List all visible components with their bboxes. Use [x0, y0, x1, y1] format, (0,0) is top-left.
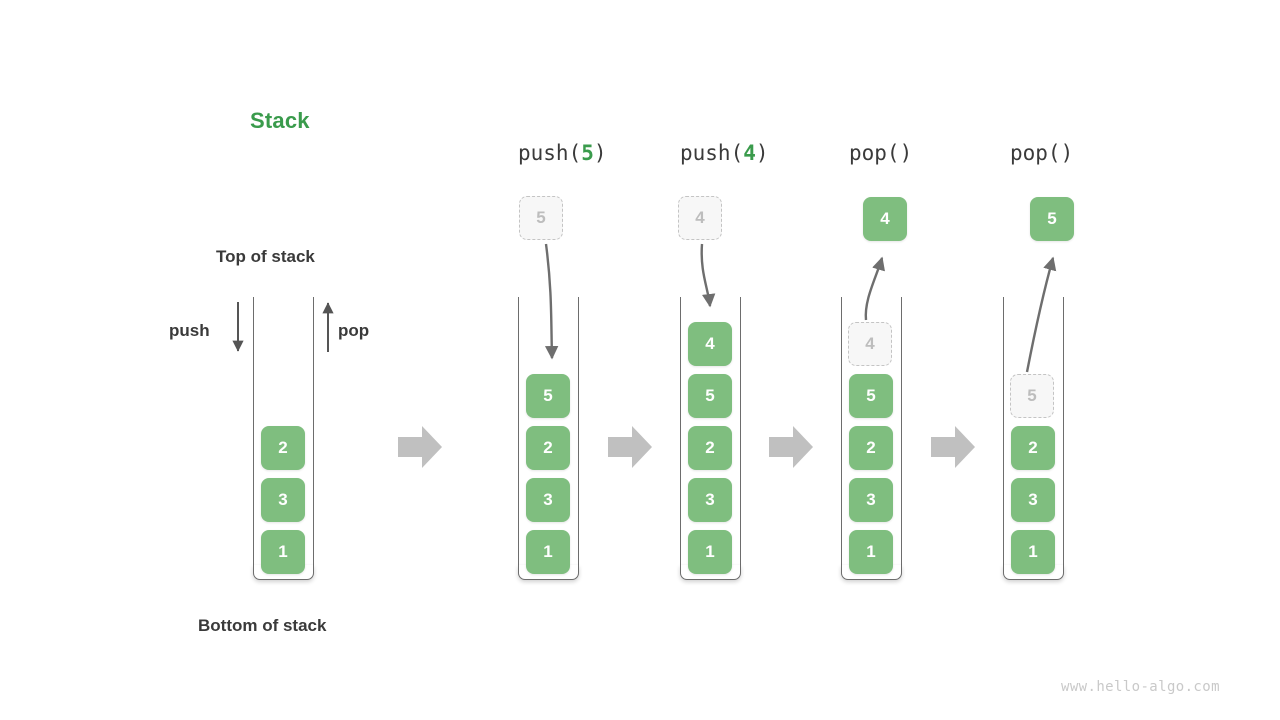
tube-wall-right: [1063, 297, 1064, 569]
tube-wall-right: [313, 297, 314, 569]
stack-box: 1: [688, 530, 732, 574]
op-caption-push-5: push(5): [518, 141, 607, 165]
step-arrow: [769, 426, 813, 468]
op-caption-pop-1: pop(): [849, 141, 912, 165]
pop-label: pop: [338, 321, 370, 340]
tube-wall-right: [578, 297, 579, 569]
popped-box: 5: [1030, 197, 1074, 241]
op-suffix: ): [755, 141, 769, 165]
step-arrow: [608, 426, 652, 468]
push-label: push: [169, 321, 210, 340]
tube-wall-left: [253, 297, 254, 569]
popped-box: 4: [863, 197, 907, 241]
op-caption-pop-2: pop(): [1010, 141, 1073, 165]
top-of-stack-label: Top of stack: [216, 247, 315, 266]
stack-box: 5: [526, 374, 570, 418]
op-suffix: ): [1060, 141, 1074, 165]
stack-box: 5: [688, 374, 732, 418]
op-suffix: ): [899, 141, 913, 165]
tube-wall-left: [841, 297, 842, 569]
op-suffix: ): [593, 141, 607, 165]
stack-ghost-box: 5: [1010, 374, 1054, 418]
tube-wall-right: [740, 297, 741, 569]
stack-ghost-box: 4: [848, 322, 892, 366]
stack-box: 2: [849, 426, 893, 470]
stack-box: 4: [688, 322, 732, 366]
stack-box: 3: [261, 478, 305, 522]
stack-box: 3: [1011, 478, 1055, 522]
op-prefix: pop(: [1010, 141, 1061, 165]
op-caption-push-4: push(4): [680, 141, 769, 165]
tube-wall-left: [518, 297, 519, 569]
step-arrow: [398, 426, 442, 468]
stack-box: 2: [1011, 426, 1055, 470]
stack-box: 1: [261, 530, 305, 574]
stack-box: 3: [688, 478, 732, 522]
tube-wall-right: [901, 297, 902, 569]
stack-box: 2: [526, 426, 570, 470]
stack-box: 3: [526, 478, 570, 522]
stack-box: 1: [526, 530, 570, 574]
stack-box: 5: [849, 374, 893, 418]
page-title: Stack: [250, 108, 310, 133]
stack-box: 2: [688, 426, 732, 470]
stack-box: 1: [849, 530, 893, 574]
stack-box: 2: [261, 426, 305, 470]
op-arg: 4: [743, 141, 756, 165]
bottom-of-stack-label: Bottom of stack: [198, 616, 327, 635]
stack-box: 1: [1011, 530, 1055, 574]
floating-ghost-box: 5: [519, 196, 563, 240]
op-prefix: push(: [518, 141, 582, 165]
watermark: www.hello-algo.com: [1061, 679, 1220, 695]
op-prefix: pop(: [849, 141, 900, 165]
op-prefix: push(: [680, 141, 744, 165]
tube-wall-left: [1003, 297, 1004, 569]
step-arrow: [931, 426, 975, 468]
floating-ghost-box: 4: [678, 196, 722, 240]
op-arg: 5: [581, 141, 594, 165]
tube-wall-left: [680, 297, 681, 569]
stack-box: 3: [849, 478, 893, 522]
